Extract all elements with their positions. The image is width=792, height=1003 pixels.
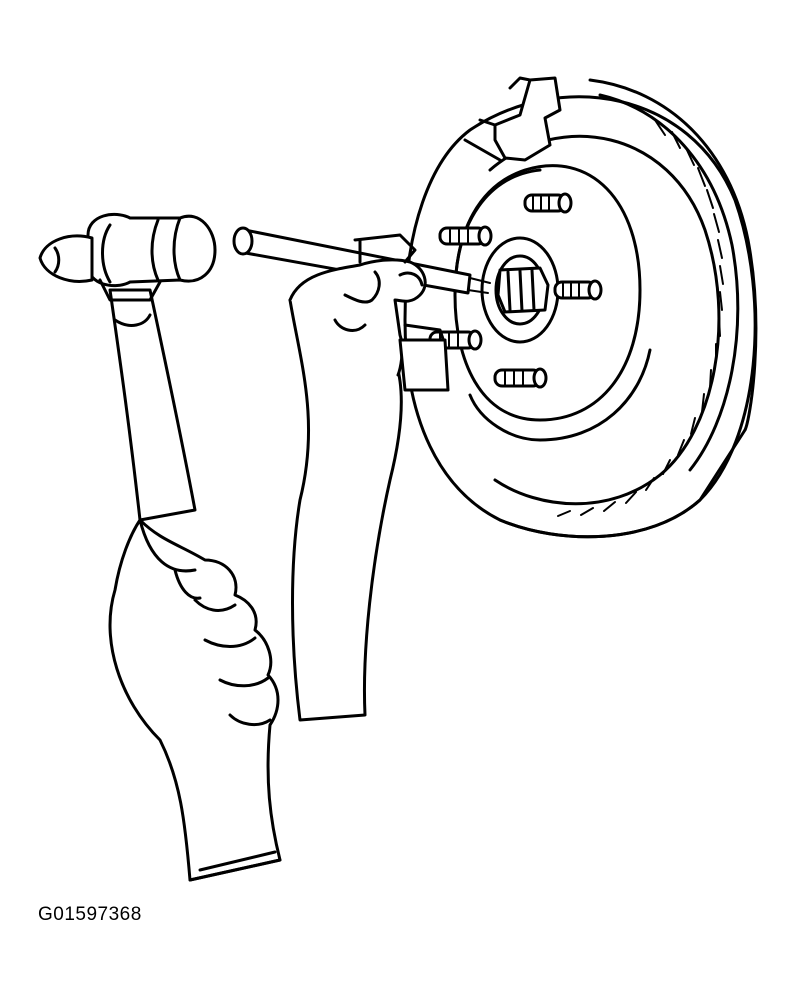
rotor-vent-slots xyxy=(557,119,724,517)
ball-peen-hammer xyxy=(38,212,217,522)
wheel-stud xyxy=(523,192,573,214)
holding-hand xyxy=(288,233,450,722)
caliper-bracket xyxy=(463,76,562,162)
wheel-stud xyxy=(553,279,603,301)
figure-id-label: G01597368 xyxy=(38,904,142,925)
wheel-stud xyxy=(438,225,493,247)
gripping-hand xyxy=(108,518,282,882)
wheel-stud xyxy=(493,367,548,389)
brake-rotor xyxy=(403,78,758,539)
wheel-studs xyxy=(428,192,603,389)
